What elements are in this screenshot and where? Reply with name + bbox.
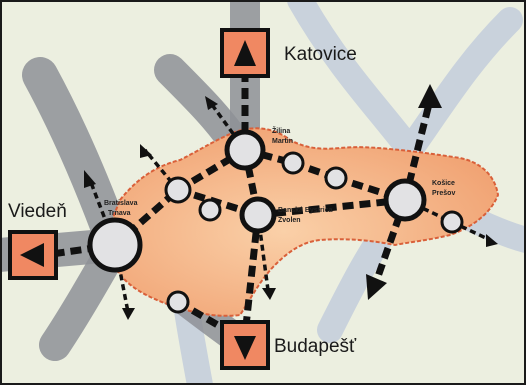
border-box-katovice xyxy=(220,28,270,78)
link-kosice-south xyxy=(371,198,409,287)
border-box-vieden xyxy=(8,230,58,280)
label-kosice: Košice xyxy=(432,180,455,187)
label-martin: Martin xyxy=(272,138,293,145)
node-komarno xyxy=(166,290,190,314)
arrow-zilina-nw-icon xyxy=(205,96,218,110)
label-vieden: Viedeň xyxy=(8,201,67,222)
label-zilina: Žilina xyxy=(272,126,290,135)
node-presov xyxy=(440,210,464,234)
label-budapest: Budapešť xyxy=(274,336,357,357)
hub-bratislava xyxy=(87,217,143,273)
link-bystrica-kosice xyxy=(257,196,406,219)
arrow-trnava-nw-icon xyxy=(140,144,152,158)
node-trnava xyxy=(164,176,192,204)
border-box-budapest xyxy=(220,320,270,370)
link-minor-trnava-nw xyxy=(143,148,180,192)
corridor-light-north xyxy=(287,0,523,173)
arrow-south-icon xyxy=(366,274,387,300)
hub-zilina xyxy=(224,129,266,171)
label-bratislava: Bratislava xyxy=(104,200,138,207)
hub-kosice xyxy=(383,178,427,222)
link-bystrica-budapest xyxy=(241,214,262,336)
node-nitra xyxy=(198,198,222,222)
link-minor-east xyxy=(451,220,491,242)
arrow-nw-small-icon xyxy=(84,170,96,188)
region-shape xyxy=(107,127,500,317)
arrow-east-icon xyxy=(486,234,498,247)
arrowheads xyxy=(84,84,498,320)
label-presov: Prešov xyxy=(432,190,455,197)
label-trnava: Trnava xyxy=(108,210,131,217)
label-zvolen: Zvolen xyxy=(278,217,301,224)
arrow-up-icon xyxy=(234,40,256,66)
arrow-bystrica-s-icon xyxy=(262,288,276,300)
arrow-bratislava-s-icon xyxy=(122,308,135,320)
label-katovice: Katovice xyxy=(284,44,357,65)
node-poprad xyxy=(324,166,348,190)
label-banska-bystrica: Banská Bystrica xyxy=(278,207,333,214)
node-martin xyxy=(281,151,305,175)
arrow-down-icon xyxy=(234,336,256,360)
arrow-north-icon xyxy=(418,84,442,108)
link-bratislava-trnava xyxy=(112,187,181,248)
link-trnava-zilina xyxy=(176,146,247,194)
hub-nodes xyxy=(87,129,464,314)
arrow-left-icon xyxy=(20,243,44,267)
hub-bystrica xyxy=(239,196,277,234)
